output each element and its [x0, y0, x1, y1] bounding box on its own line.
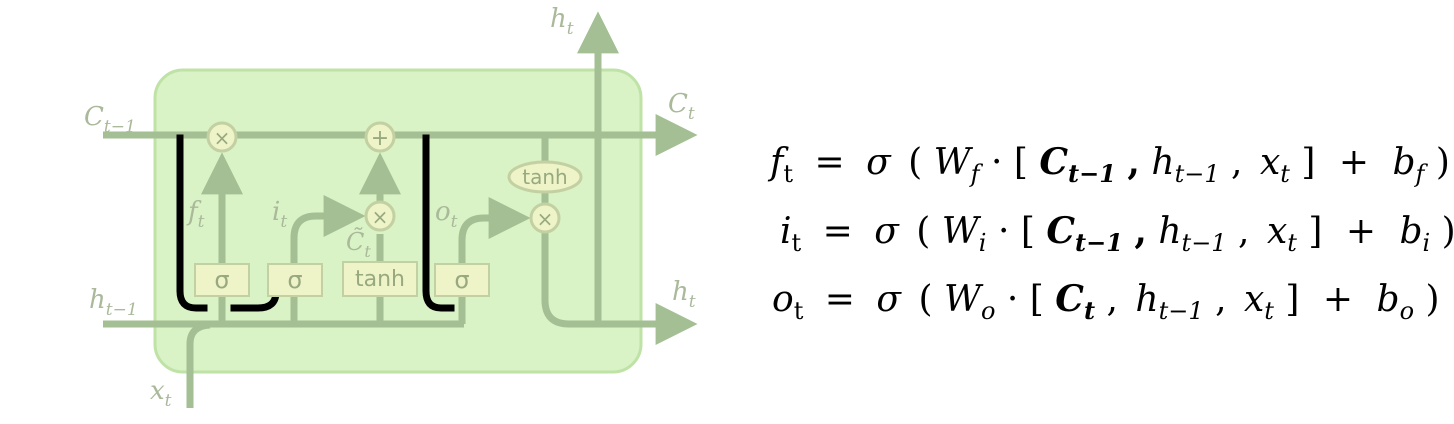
- forget-multiply-op: [206, 121, 238, 153]
- equation-output: ot = σ ( Wo · [ Ct , ht−1 , xt ] + bo ): [772, 278, 1440, 328]
- label-h-out-right: ht: [672, 277, 696, 312]
- input-gate-label: σ: [287, 266, 302, 294]
- input-gate-box: [267, 263, 323, 297]
- equation-input: it = σ ( Wi · [ Ct−1 , ht−1 , xt ] + bi …: [780, 210, 1454, 260]
- output-multiply-op: [529, 202, 561, 234]
- equations: ft = σ ( Wf · [ Ct−1 , ht−1 , xt ] + bf …: [767, 141, 1454, 328]
- label-c-out: Ct: [668, 89, 695, 124]
- forget-multiply-symbol: ×: [214, 126, 231, 150]
- label-output-gate: ot: [435, 197, 458, 232]
- output-gate-box: [434, 263, 490, 297]
- label-candidate: C̃t: [346, 228, 371, 261]
- input-multiply-op: [364, 200, 396, 232]
- peephole-output: [422, 134, 455, 312]
- forget-gate-label: σ: [214, 266, 229, 294]
- output-multiply-symbol: ×: [537, 207, 554, 231]
- candidate-gate-label: tanh: [355, 267, 405, 292]
- candidate-gate-box: [342, 261, 418, 297]
- input-multiply-symbol: ×: [372, 205, 389, 229]
- label-x-in: xt: [150, 376, 172, 411]
- peephole-forget: [176, 134, 208, 312]
- label-h-prev: ht−1: [89, 285, 138, 320]
- input-gate-line: [290, 195, 366, 324]
- label-input-gate: it: [272, 197, 287, 232]
- hidden-output-line: [541, 232, 698, 345]
- forget-gate-box: [194, 263, 250, 297]
- x-input-line: [186, 321, 211, 408]
- cell-add-op: [364, 121, 396, 153]
- output-gate-line: [458, 197, 531, 324]
- label-c-prev: Ct−1: [84, 102, 136, 137]
- cell-tanh-label: tanh: [522, 165, 567, 189]
- cell-tanh-op: [507, 160, 583, 194]
- label-h-out-top: ht: [550, 4, 574, 39]
- output-gate-label: σ: [454, 266, 469, 294]
- cell-add-symbol: +: [371, 126, 389, 151]
- lstm-cell: × + × × tanh σ σ tanh σ Ct−1 Ct ht−1 ht: [84, 4, 698, 411]
- equation-forget: ft = σ ( Wf · [ Ct−1 , ht−1 , xt ] + bf …: [767, 141, 1450, 191]
